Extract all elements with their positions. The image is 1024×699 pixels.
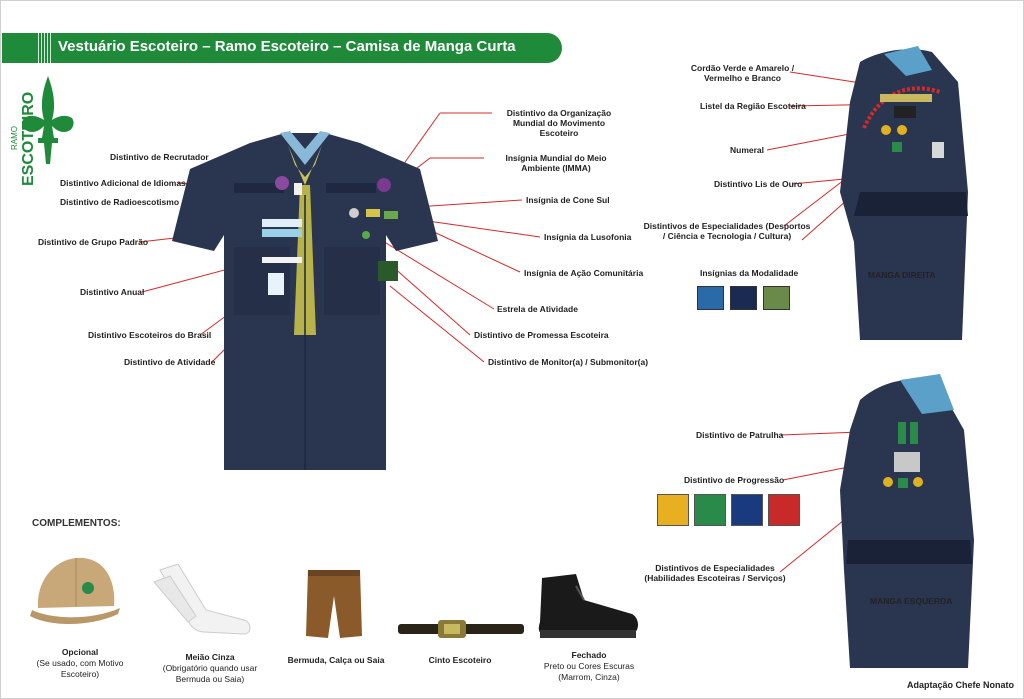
label-cordao: Cordão Verde e Amarelo / Vermelho e Bran…	[690, 63, 795, 83]
label-modalidade: Insígnias da Modalidade	[700, 268, 799, 278]
credit-text: Adaptação Chefe Nonato	[906, 680, 1014, 690]
label-conesul: Insígnia de Cone Sul	[526, 195, 610, 205]
belt-label: Cinto Escoteiro	[418, 655, 502, 666]
modalidade-icons	[697, 286, 790, 310]
label-idiomas: Distintivo Adicional de Idiomas	[60, 178, 186, 188]
socks-sub: (Obrigatório quando usar Bermuda ou Saia…	[162, 663, 258, 684]
progressao-pista-icon	[657, 494, 689, 526]
label-estrela: Estrela de Atividade	[497, 304, 578, 314]
label-radio: Distintivo de Radioescotismo	[60, 197, 180, 207]
left-sleeve-illustration	[840, 374, 974, 668]
label-brasil: Distintivo Escoteiros do Brasil	[88, 330, 212, 340]
shorts-label: Bermuda, Calça ou Saia	[284, 655, 388, 666]
shorts-title: Bermuda, Calça ou Saia	[287, 655, 385, 665]
label-manga-direita: MANGA DIREITA	[868, 270, 936, 280]
complementos-heading: COMPLEMENTOS:	[32, 518, 121, 529]
label-oms: Distintivo da Organização Mundial do Mov…	[506, 108, 612, 138]
label-especialidades2: Distintivos de Especialidades (Habilidad…	[644, 563, 786, 583]
modalidade-basica-icon	[697, 286, 724, 310]
label-anual: Distintivo Anual	[80, 287, 145, 297]
label-promessa: Distintivo de Promessa Escoteira	[474, 330, 609, 340]
modalidade-ar-icon	[763, 286, 790, 310]
label-manga-esquerda: MANGA ESQUERDA	[870, 596, 953, 606]
progressao-travessia-icon	[768, 494, 800, 526]
shirt-illustration	[172, 131, 438, 470]
belt-illustration	[398, 620, 524, 638]
progressao-rumo-icon	[731, 494, 763, 526]
label-lusofonia: Insígnia da Lusofonia	[544, 232, 632, 242]
label-lis: Distintivo Lis de Ouro	[714, 179, 803, 189]
label-atividade: Distintivo de Atividade	[124, 357, 216, 367]
cap-illustration	[30, 557, 120, 624]
title-bar	[2, 33, 562, 63]
socks-label: Meião Cinza (Obrigatório quando usar Ber…	[158, 652, 262, 685]
label-comunitaria: Insígnia de Ação Comunitária	[524, 268, 644, 278]
shorts-illustration	[306, 570, 362, 638]
label-grupo: Distintivo de Grupo Padrão	[38, 237, 149, 247]
progressao-trilha-icon	[694, 494, 726, 526]
socks-illustration	[153, 563, 251, 635]
label-listel: Listel da Região Escoteira	[700, 101, 806, 111]
shoe-title: Fechado	[571, 650, 607, 660]
label-recrutador: Distintivo de Recrutador	[110, 152, 209, 162]
shoe-illustration	[538, 574, 638, 638]
socks-title: Meião Cinza	[185, 652, 235, 662]
right-sleeve-illustration	[840, 46, 968, 341]
cap-title: Opcional	[61, 647, 99, 657]
label-especialidades: Distintivos de Especialidades (Desportos…	[643, 221, 811, 241]
cap-sub: (Se usado, com Motivo Escoteiro)	[36, 658, 124, 679]
modalidade-mar-icon	[730, 286, 757, 310]
label-numeral: Numeral	[730, 145, 765, 155]
cap-label: Opcional (Se usado, com Motivo Escoteiro…	[30, 647, 130, 680]
belt-title: Cinto Escoteiro	[428, 655, 492, 665]
shoe-sub: Preto ou Cores Escuras (Marrom, Cinza)	[543, 661, 635, 682]
fleur-de-lis-icon	[22, 76, 74, 164]
label-monitor: Distintivo de Monitor(a) / Submonitor(a)	[488, 357, 649, 367]
label-progressao: Distintivo de Progressão	[684, 475, 785, 485]
progressao-icons	[657, 494, 800, 526]
label-patrulha: Distintivo de Patrulha	[696, 430, 784, 440]
page-title: Vestuário Escoteiro – Ramo Escoteiro – C…	[58, 38, 516, 55]
shoe-label: Fechado Preto ou Cores Escuras (Marrom, …	[534, 650, 644, 683]
label-imma: Insígnia Mundial do Meio Ambiente (IMMA)	[505, 153, 607, 173]
title-stripes	[38, 33, 52, 63]
